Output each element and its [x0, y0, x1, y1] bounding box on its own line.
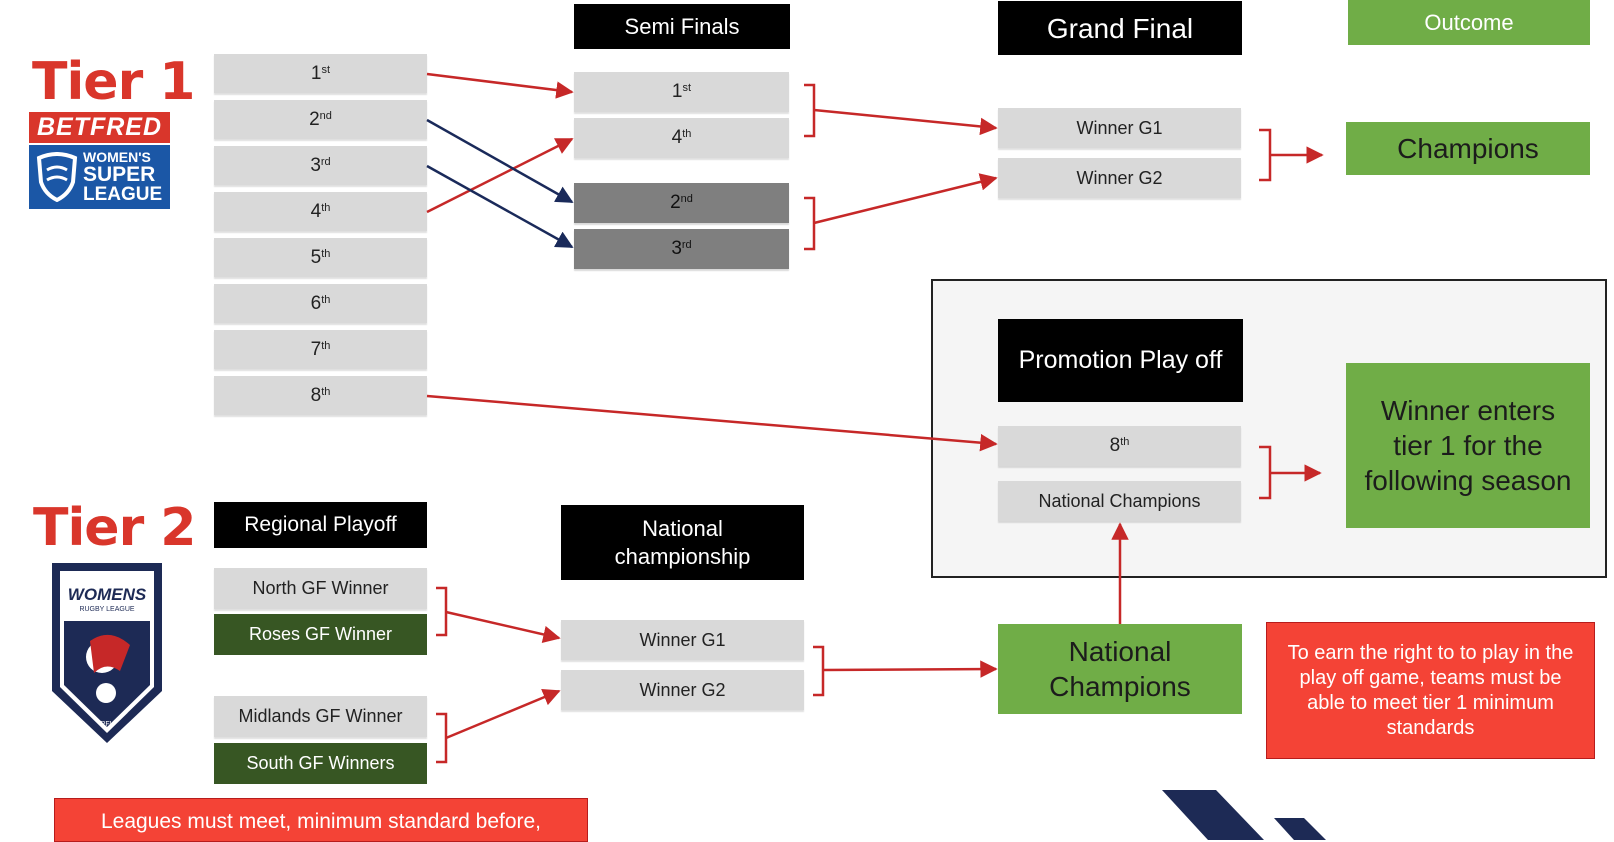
logo2-line2: RUGBY LEAGUE	[79, 606, 135, 613]
bracket-regional-2	[436, 712, 448, 764]
bracket-promotion	[1259, 445, 1272, 500]
outcome-header: Outcome	[1348, 0, 1590, 45]
north-gf-winner: North GF Winner	[214, 568, 427, 609]
grand-final-header: Grand Final	[998, 1, 1242, 55]
shield-icon	[36, 152, 78, 202]
arrow-national-to-champions	[822, 660, 998, 678]
logo-line2: SUPER	[83, 163, 156, 186]
grand-final-winner-g2: Winner G2	[998, 158, 1241, 198]
roses-gf-winner: Roses GF Winner	[214, 614, 427, 655]
bracket-semi-1	[804, 83, 816, 138]
south-gf-winners: South GF Winners	[214, 743, 427, 784]
logo2-line1: WOMENS	[67, 585, 147, 604]
wsl-logo: BETFRED WOMEN'S SUPER LEAGUE	[29, 112, 170, 209]
arrow-3rd-to-semi	[426, 164, 574, 249]
promotion-header: Promotion Play off	[998, 319, 1243, 402]
arrow-4th-to-semi	[426, 137, 574, 214]
bracket-semi-2	[804, 196, 816, 251]
logo-line3: LEAGUE	[83, 184, 163, 205]
arrow-regional2-to-g2	[445, 688, 561, 740]
national-champions-box: National Champions	[998, 624, 1242, 714]
grand-final-winner-g1: Winner G1	[998, 108, 1241, 148]
bracket-national	[813, 645, 825, 697]
national-winner-g1: Winner G1	[561, 620, 804, 660]
midlands-gf-winner: Midlands GF Winner	[214, 696, 427, 737]
tier2-title: Tier 2	[33, 498, 196, 558]
arrow-regional1-to-g1	[445, 610, 561, 643]
logo-line1: WOMEN'S	[83, 149, 151, 165]
logo-brand: BETFRED	[29, 112, 170, 143]
chevron-graphic	[1162, 790, 1326, 840]
arrow-semi1-to-g1	[813, 108, 998, 136]
arrow-1st-to-semi	[426, 72, 574, 99]
regional-playoff-header: Regional Playoff	[214, 502, 427, 548]
bracket-regional-1	[436, 586, 448, 637]
champions-box: Champions	[1346, 122, 1590, 175]
rugby-shield-icon	[52, 563, 162, 743]
league-standards-note: Leagues must meet, minimum standard befo…	[54, 798, 588, 842]
logo2-line3: RFL	[100, 721, 114, 728]
national-championship-header: National championship	[561, 505, 804, 580]
arrow-8th-to-promotion	[426, 394, 998, 452]
promotion-slot-national-champions: National Champions	[998, 481, 1241, 521]
bracket-grand-final	[1259, 128, 1272, 182]
arrow-2nd-to-semi	[426, 118, 574, 204]
promotion-outcome-box: Winner enters tier 1 for the following s…	[1346, 363, 1590, 528]
womens-rugby-league-logo: WOMENS RUGBY LEAGUE RFL	[50, 561, 164, 746]
national-winner-g2: Winner G2	[561, 670, 804, 710]
arrow-semi2-to-g2	[813, 173, 998, 225]
tier1-standards-note: To earn the right to to play in the play…	[1266, 622, 1595, 759]
tier1-title: Tier 1	[32, 52, 195, 112]
semi-finals-header: Semi Finals	[574, 4, 790, 49]
